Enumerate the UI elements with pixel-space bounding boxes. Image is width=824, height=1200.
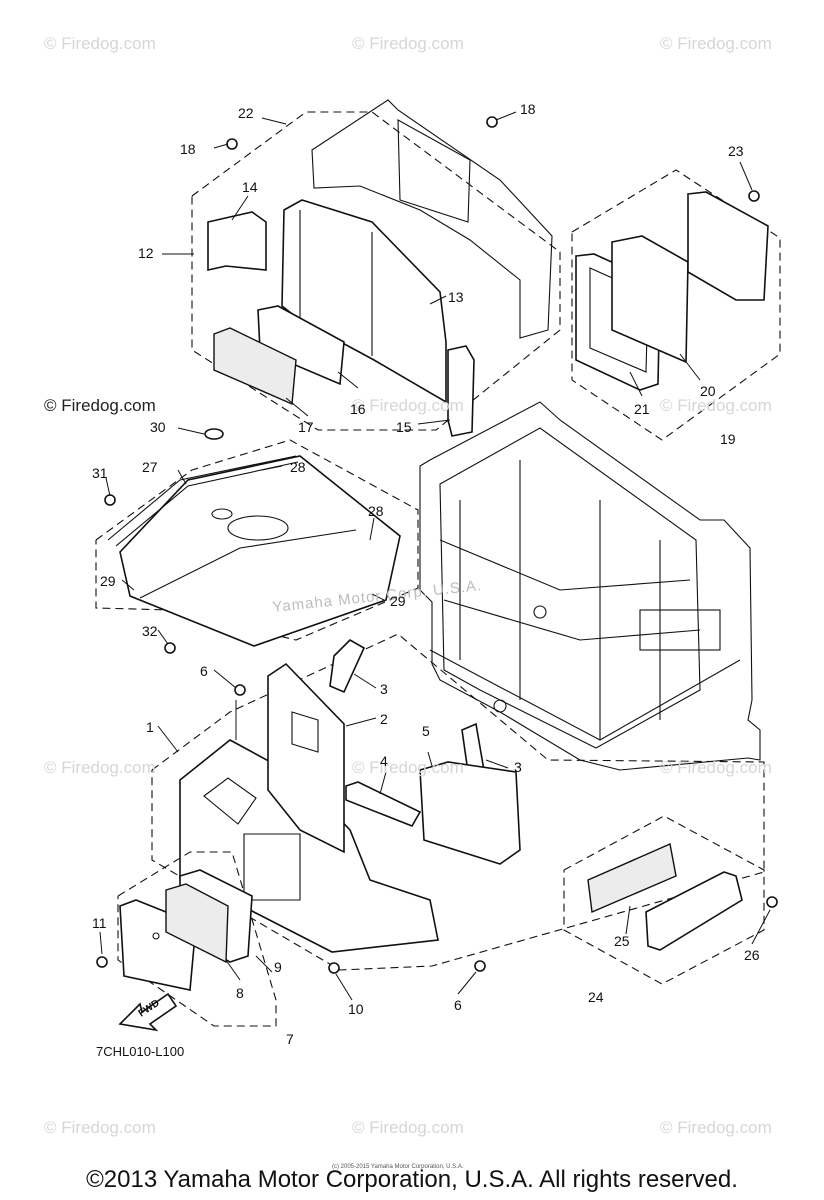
watermark-bottom-right: © Firedog.com: [660, 1118, 772, 1137]
part-30-cap: [204, 428, 224, 440]
part-pad-7: [165, 883, 229, 964]
part-20-filter: [611, 235, 689, 364]
callout-5: 5: [422, 723, 430, 739]
watermark-top-right: © Firedog.com: [660, 34, 772, 53]
callout-14: 14: [242, 179, 258, 195]
callout-21: 21: [634, 401, 650, 417]
part-4-bar: [345, 781, 422, 827]
callout-28-top: 28: [290, 459, 306, 475]
callout-18-left: 18: [180, 141, 196, 157]
callout-29-right: 29: [390, 593, 406, 609]
callout-16: 16: [350, 401, 366, 417]
callout-18-right: 18: [520, 101, 536, 117]
callout-11: 11: [92, 915, 107, 931]
part-13-rear-panel: [281, 199, 447, 404]
callout-31: 31: [92, 465, 108, 481]
callout-29-left: 29: [100, 573, 116, 589]
bolts: [96, 116, 778, 974]
group-1-box: [151, 633, 765, 971]
callout-22: 22: [238, 105, 254, 121]
callout-30: 30: [150, 419, 166, 435]
watermark-bottom-center: © Firedog.com: [352, 1118, 464, 1137]
part-25-pad: [587, 843, 677, 914]
group-12-box: [191, 111, 561, 431]
watermark-low-center: © Firedog.com: [352, 758, 464, 777]
part-5-side-panel: [419, 761, 521, 865]
model-code: 7CHL010-L100: [96, 1044, 185, 1059]
fine-print: (c) 2005-2015 Yamaha Motor Corporation, …: [332, 1164, 464, 1170]
callout-20: 20: [700, 383, 716, 399]
part-28-strip: [107, 455, 299, 547]
callout-6-lower: 6: [454, 997, 462, 1013]
leader-lines: [99, 111, 771, 1001]
callout-10: 10: [348, 1001, 364, 1017]
watermark-mid-center: © Firedog.com: [352, 396, 464, 415]
callout-27: 27: [142, 459, 158, 475]
group-24-box: [563, 815, 765, 985]
part-2-panel: [267, 662, 345, 854]
group-7-box: [117, 851, 277, 1027]
part-14-pad: [207, 211, 267, 271]
callout-1: 1: [146, 719, 154, 735]
callout-3-lower: 3: [514, 759, 522, 775]
callout-7: 7: [286, 1031, 294, 1047]
part-23-cover: [687, 191, 769, 301]
callout-32: 32: [142, 623, 158, 639]
callout-26: 26: [744, 947, 760, 963]
watermark-top-left: © Firedog.com: [44, 34, 156, 53]
callout-13: 13: [448, 289, 464, 305]
callout-17: 17: [298, 419, 314, 435]
watermark-top-center: © Firedog.com: [352, 34, 464, 53]
callout-6-upper: 6: [200, 663, 208, 679]
copyright-footer: ©2013 Yamaha Motor Corporation, U.S.A. A…: [86, 1166, 738, 1193]
part-15-pad: [447, 345, 475, 437]
callout-15: 15: [396, 419, 412, 435]
callout-25: 25: [614, 933, 630, 949]
callout-24: 24: [588, 989, 604, 1005]
group-19-box: [571, 169, 781, 441]
group-27-box: [95, 439, 419, 641]
part-17-pad: [213, 327, 297, 406]
watermark-low-left: © Firedog.com: [44, 758, 156, 777]
watermark-mid-left: © Firedog.com: [44, 396, 156, 415]
callout-2: 2: [380, 711, 388, 727]
callout-8: 8: [236, 985, 244, 1001]
fwd-arrow: [118, 992, 178, 1032]
callout-12: 12: [138, 245, 154, 261]
part-3-strip-upper: [329, 639, 366, 694]
watermark-low-right: © Firedog.com: [660, 758, 772, 777]
watermark-bottom-left: © Firedog.com: [44, 1118, 156, 1137]
callout-28-right: 28: [368, 503, 384, 519]
part-bracket-upper: [311, 99, 553, 339]
callout-4: 4: [380, 753, 388, 769]
callout-23: 23: [728, 143, 744, 159]
callout-9: 9: [274, 959, 282, 975]
watermark-mid-right: © Firedog.com: [660, 396, 772, 415]
part-26-bracket: [645, 871, 743, 951]
vehicle-frame: [419, 401, 761, 771]
callout-3-upper: 3: [380, 681, 388, 697]
part-27-hood: [119, 455, 401, 647]
callout-19: 19: [720, 431, 736, 447]
